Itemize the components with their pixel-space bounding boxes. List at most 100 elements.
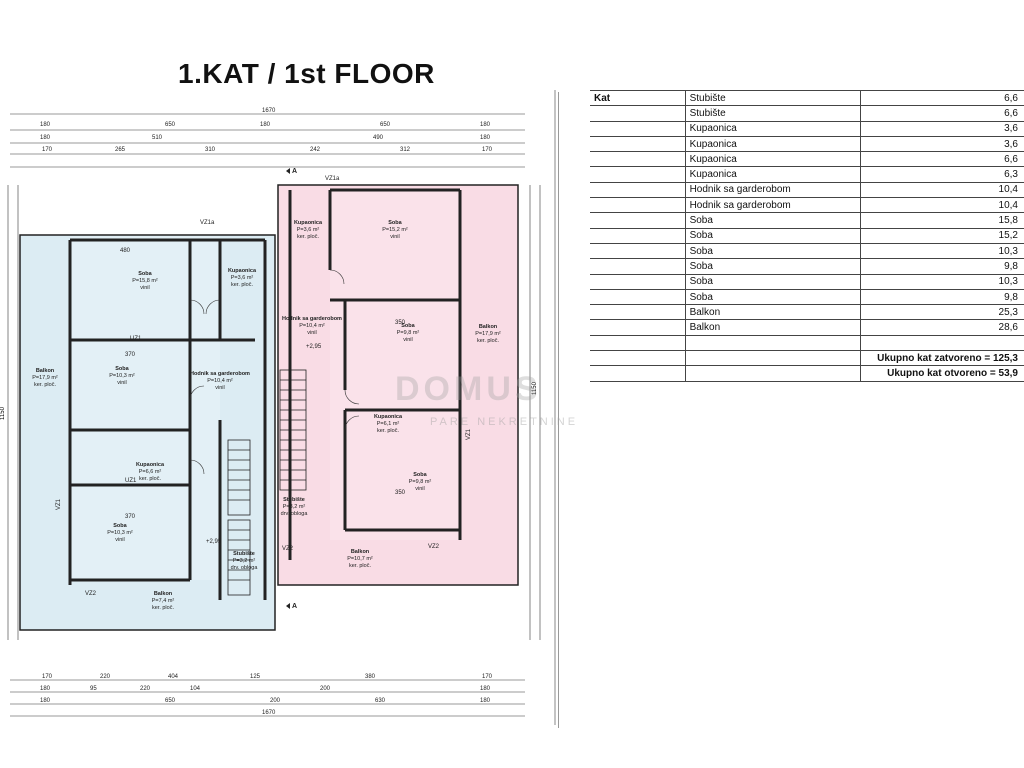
room-cell: Soba — [685, 274, 862, 290]
room-finish: ker. ploč. — [34, 382, 56, 388]
room-cell: Soba — [685, 243, 862, 260]
room-name: Balkon — [351, 549, 370, 555]
top-total-dim: 1670 — [262, 108, 276, 114]
area-cell: 10,3 — [860, 243, 1024, 260]
empty-cell — [590, 350, 686, 367]
top-dimensions — [10, 113, 525, 168]
dim-text: 180 — [40, 686, 51, 692]
room-area: P=9,8 m² — [397, 330, 420, 336]
floor-cell — [590, 243, 686, 260]
window-tag: VZ1a — [325, 176, 340, 182]
dim-text: 180 — [260, 122, 271, 128]
room-area: P=10,4 m² — [207, 378, 233, 384]
floor-cell — [590, 105, 686, 122]
floor-cell — [590, 258, 686, 275]
floor-cell — [590, 136, 686, 153]
wall-dim: 370 — [125, 352, 136, 358]
room-cell: Hodnik sa garderobom — [685, 197, 862, 214]
area-cell: 3,6 — [860, 136, 1024, 153]
dim-text: 170 — [42, 147, 53, 153]
room-cell: Kupaonica — [685, 136, 862, 153]
dim-text: 180 — [40, 135, 51, 141]
dim-text: 265 — [115, 147, 126, 153]
room-cell: Hodnik sa garderobom — [685, 182, 862, 199]
watermark: DOMUS — [395, 370, 542, 408]
room-name: Kupaonica — [294, 220, 323, 226]
area-cell: 6,3 — [860, 166, 1024, 183]
room-finish: ker. ploč. — [349, 563, 371, 569]
room-name: Stubište — [233, 551, 255, 557]
room-area: P=17,9 m² — [32, 375, 58, 381]
dim-text: 490 — [373, 135, 384, 141]
room-name: Stubište — [283, 497, 305, 503]
room-name: Kupaonica — [228, 268, 257, 274]
room-finish: vinil — [117, 380, 126, 386]
room-area: P=3,6 m² — [297, 227, 320, 233]
dim-text: 650 — [380, 122, 391, 128]
room-finish: ker. ploč. — [231, 282, 253, 288]
dim-text: 125 — [250, 674, 261, 680]
dim-text: 200 — [270, 698, 281, 704]
dim-text: 650 — [165, 698, 176, 704]
room-finish: vinil — [140, 285, 149, 291]
window-tag: VZ1 — [466, 428, 472, 440]
wall-dim: 480 — [120, 248, 131, 254]
room-area: P=3,2 m² — [233, 558, 256, 564]
floor-cell — [590, 212, 686, 229]
dim-text: 170 — [42, 674, 53, 680]
window-tag: VZ2 — [282, 546, 294, 552]
room-finish: ker. ploč. — [377, 428, 399, 434]
dim-text: 220 — [140, 686, 151, 692]
page-title: 1.KAT / 1st FLOOR — [178, 58, 435, 89]
floor-cell — [590, 151, 686, 168]
table-row — [590, 335, 1024, 352]
room-finish: drv. obloga — [281, 511, 309, 517]
dim-text: 380 — [365, 674, 376, 680]
room-cell: Stubište — [685, 105, 862, 122]
frame-line — [558, 92, 559, 728]
watermark-sub: PARE NEKRETNINE — [430, 416, 579, 428]
wall-dim: 350 — [395, 490, 406, 496]
dim-text: 242 — [310, 147, 321, 153]
right-walls — [277, 184, 519, 586]
area-cell: 6,6 — [860, 89, 1024, 107]
dim-text: 650 — [165, 122, 176, 128]
area-cell: 15,8 — [860, 212, 1024, 229]
floor-cell — [590, 182, 686, 199]
floor-cell — [590, 304, 686, 321]
room-cell: Balkon — [685, 304, 862, 321]
area-cell: 10,4 — [860, 197, 1024, 214]
room-name: Soba — [401, 323, 415, 329]
total-row: Ukupno kat otvoreno = 53,9 — [590, 365, 1024, 382]
floor-cell — [590, 228, 686, 244]
dim-text: 104 — [190, 686, 201, 692]
section-arrow-top-icon — [286, 168, 290, 174]
room-finish: vinil — [403, 337, 412, 343]
room-name: Kupaonica — [374, 414, 403, 420]
area-cell: 6,6 — [860, 151, 1024, 168]
room-name: Soba — [388, 220, 402, 226]
room-area: P=15,8 m² — [132, 278, 158, 284]
window-tag: VZ2 — [85, 591, 97, 597]
room-area: P=3,6 m² — [231, 275, 254, 281]
dim-text: 220 — [100, 674, 111, 680]
wall-dim: 370 — [125, 514, 136, 520]
room-area: P=10,3 m² — [109, 373, 135, 379]
left-room-labels: Soba P=15,8 m² vinil Kupaonica P=3,6 m² … — [32, 268, 258, 611]
room-area: P=3,2 m² — [283, 504, 306, 510]
level-mark: +2,95 — [306, 344, 322, 350]
left-unit — [20, 235, 275, 630]
room-area: P=10,4 m² — [299, 323, 325, 329]
bottom-dimensions — [10, 679, 525, 717]
floor-cell — [590, 197, 686, 214]
